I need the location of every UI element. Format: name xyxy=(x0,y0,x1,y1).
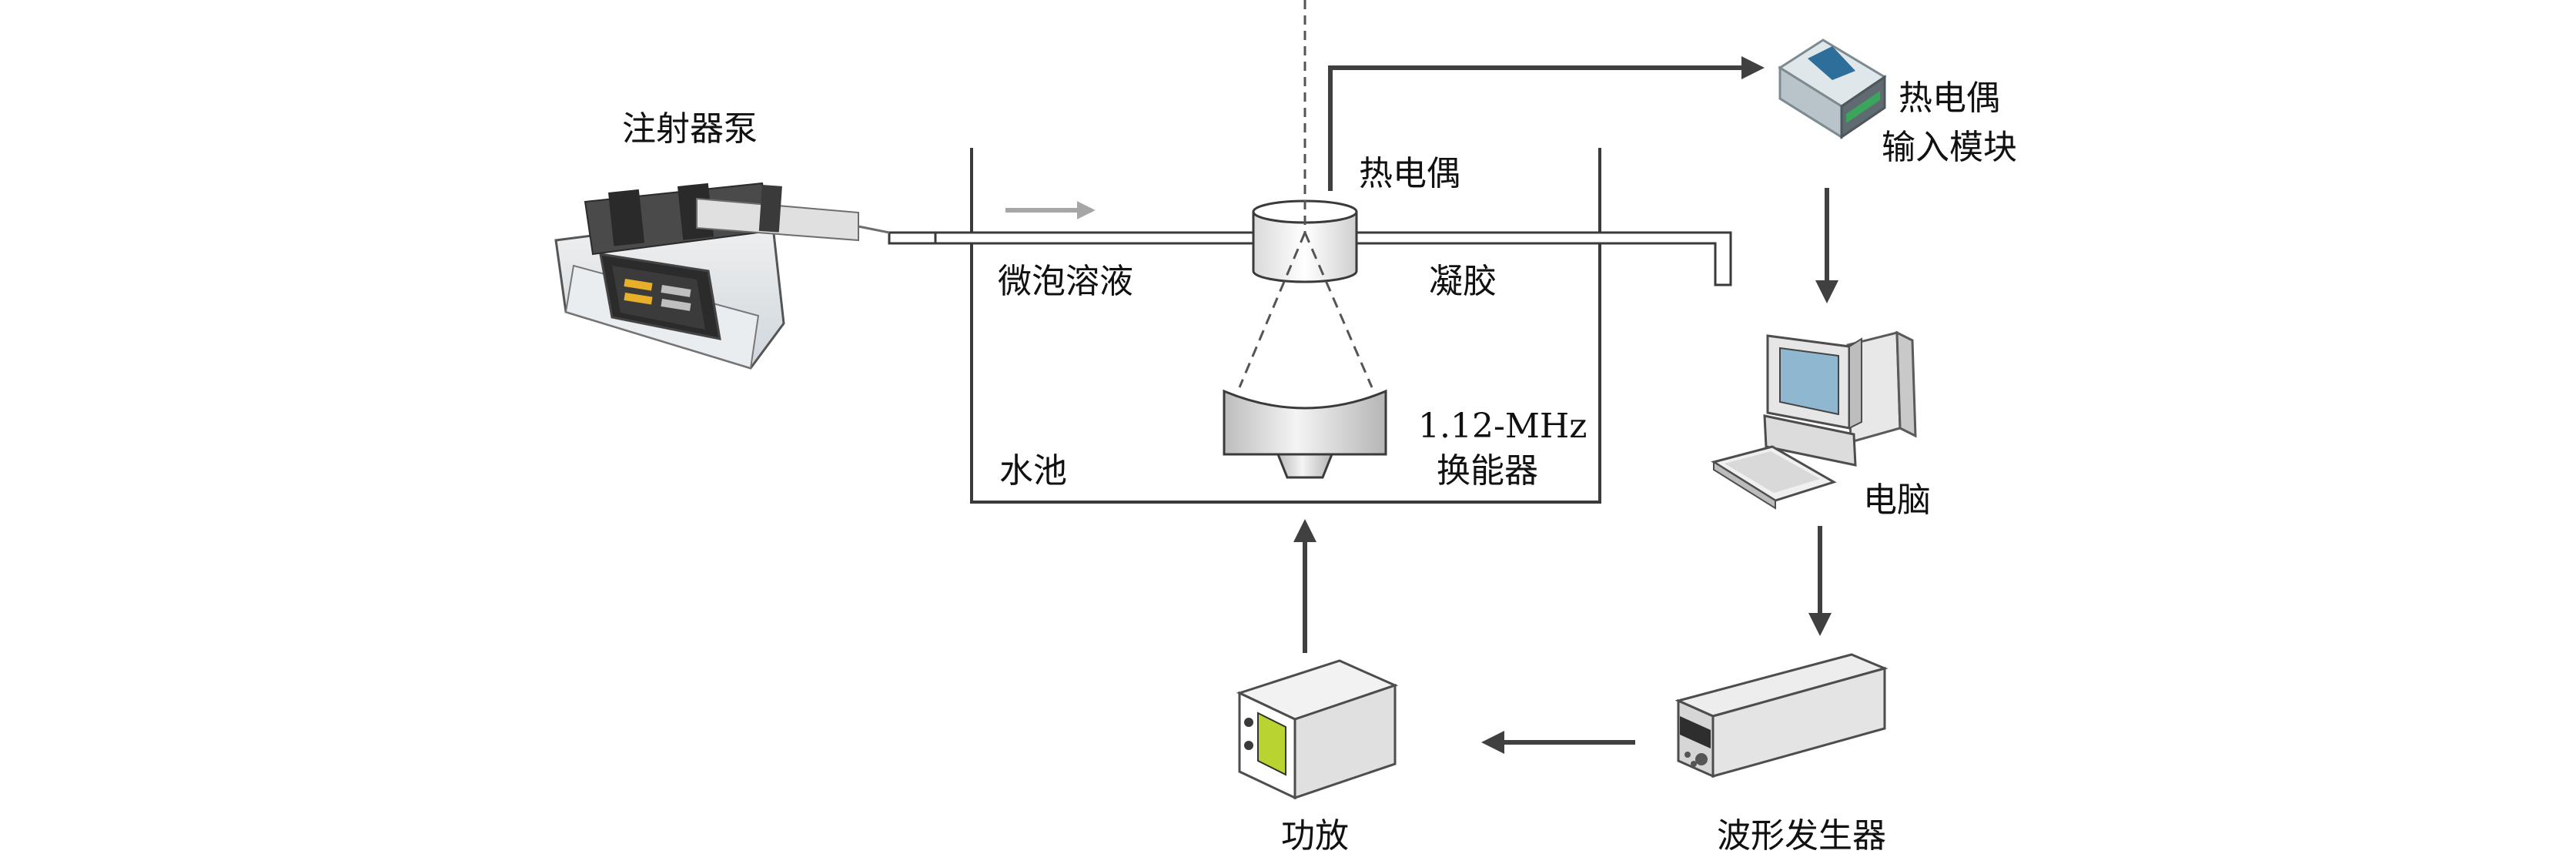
water-tank-label: 水池 xyxy=(999,451,1067,491)
thermocouple-label: 热电偶 xyxy=(1359,154,1460,193)
thermocouple-module-label-line2: 输入模块 xyxy=(1882,128,2017,167)
syringe-pump-label: 注射器泵 xyxy=(622,109,758,149)
transducer xyxy=(1223,389,1387,479)
gel-cylinder xyxy=(1252,199,1358,283)
waveform-generator-label: 波形发生器 xyxy=(1717,816,1886,856)
waveform-generator xyxy=(1674,653,1889,779)
power-amplifier-label: 功放 xyxy=(1281,816,1349,856)
computer xyxy=(1711,330,1917,510)
water-tank xyxy=(970,148,1601,504)
syringe-pump xyxy=(554,182,890,370)
signal-arrows xyxy=(1293,56,1838,754)
microbubble-solution-label: 微泡溶液 xyxy=(998,262,1133,301)
thermocouple-module xyxy=(1778,39,1887,139)
power-amplifier xyxy=(1236,659,1399,800)
thermocouple-module-label-line1: 热电偶 xyxy=(1899,79,2000,118)
computer-label: 电脑 xyxy=(1863,481,1931,520)
focus-cone xyxy=(1238,232,1373,388)
gel-label: 凝胶 xyxy=(1429,262,1497,301)
transducer-label-line2: 换能器 xyxy=(1437,451,1538,491)
transducer-label-line1: 1.12-MHz xyxy=(1418,407,1587,446)
